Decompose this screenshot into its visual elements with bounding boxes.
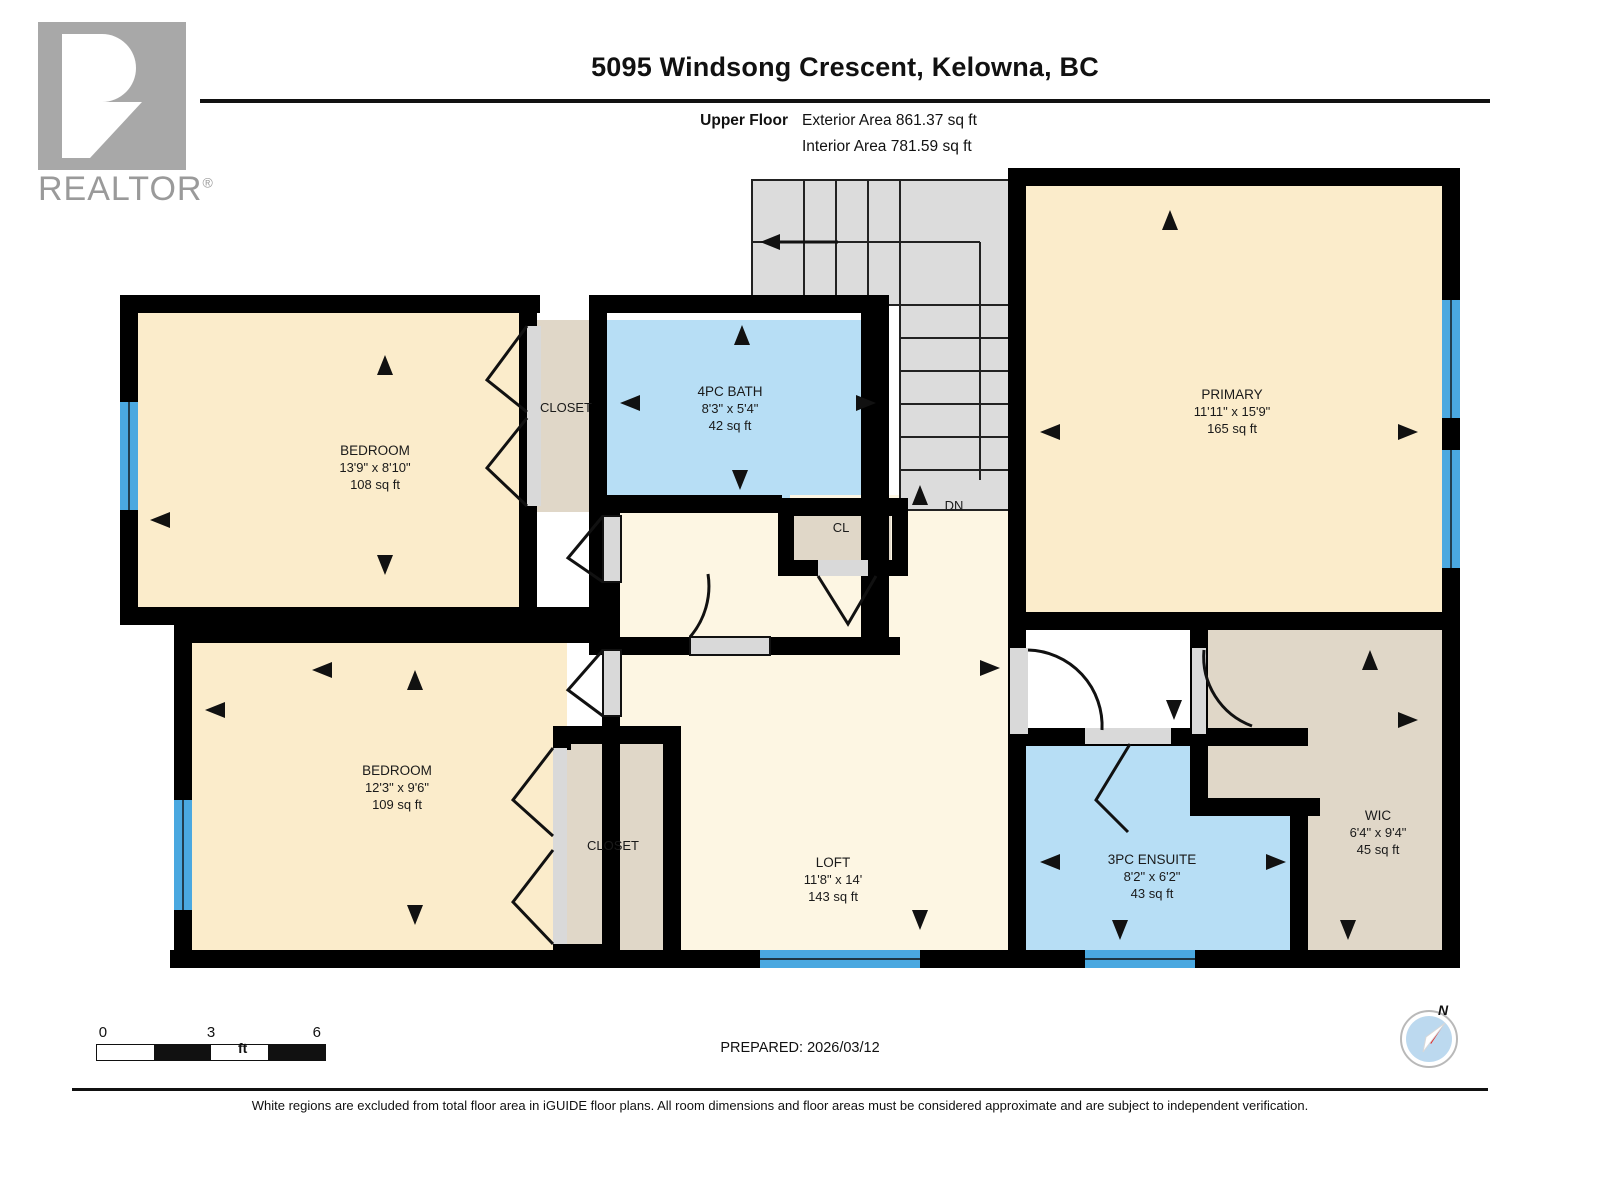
staircase — [751, 179, 1013, 511]
label-bedroom-2-dims: 12'3" x 9'6" — [365, 780, 429, 795]
label-bath-area: 42 sq ft — [709, 418, 752, 433]
label-ensuite-dims: 8'2" x 6'2" — [1124, 869, 1181, 884]
label-primary-dims: 11'11" x 15'9" — [1194, 404, 1271, 419]
doors — [527, 326, 1206, 944]
label-closet-upper: CLOSET — [540, 400, 592, 415]
scale-bar-graphic — [96, 1044, 326, 1061]
label-primary-name: PRIMARY — [1201, 387, 1262, 402]
label-ensuite-name: 3PC ENSUITE — [1108, 852, 1197, 867]
label-bedroom-1-area: 108 sq ft — [350, 477, 400, 492]
exterior-area: Exterior Area 861.37 sq ft — [802, 112, 977, 129]
orientation-arrows — [150, 210, 1418, 940]
label-bath-dims: 8'3" x 5'4" — [702, 401, 759, 416]
title-divider — [200, 99, 1490, 103]
label-wic-dims: 6'4" x 9'4" — [1350, 825, 1407, 840]
label-bedroom-2-name: BEDROOM — [362, 763, 432, 778]
footer-divider — [72, 1088, 1488, 1091]
windows — [120, 300, 1460, 968]
room-fill-bedroom-1 — [137, 312, 519, 612]
room-fill-wic — [1205, 630, 1445, 960]
door-swings — [484, 325, 1253, 946]
label-bedroom-1-name: BEDROOM — [340, 443, 410, 458]
floor-plan-drawing: BEDROOM 13'9" x 8'10" 108 sq ft BEDROOM … — [0, 150, 1600, 1000]
label-wic-area: 45 sq ft — [1357, 842, 1400, 857]
label-closet-lower: CLOSET — [587, 838, 639, 853]
page-title: 5095 Windsong Crescent, Kelowna, BC — [591, 52, 1099, 82]
label-loft-dims: 11'8" x 14' — [804, 872, 863, 887]
label-primary-area: 165 sq ft — [1207, 421, 1257, 436]
floor-label: Upper Floor — [700, 112, 788, 129]
scale-tick-6: 6 — [312, 1024, 321, 1041]
compass-rose: N — [1398, 1002, 1460, 1070]
floor-summary: Upper Floor Exterior Area 861.37 sq ft I… — [640, 108, 1400, 160]
label-loft-name: LOFT — [816, 855, 851, 870]
room-fill-bedroom-2 — [192, 640, 567, 960]
room-labels: BEDROOM 13'9" x 8'10" 108 sq ft BEDROOM … — [339, 384, 1406, 904]
registered-mark: ® — [202, 174, 214, 191]
scale-unit: ft — [238, 1040, 248, 1056]
scale-tick-3: 3 — [206, 1024, 216, 1041]
room-fill-primary — [1025, 185, 1445, 630]
realtor-wordmark: REALTOR® — [38, 170, 214, 208]
label-loft-area: 143 sq ft — [808, 889, 858, 904]
realtor-logo: REALTOR® — [38, 22, 213, 208]
label-cl: CL — [833, 520, 850, 535]
label-bath-name: 4PC BATH — [697, 384, 762, 399]
label-ensuite-area: 43 sq ft — [1131, 886, 1174, 901]
scale-tick-0: 0 — [98, 1024, 108, 1041]
label-bedroom-1-dims: 13'9" x 8'10" — [339, 460, 411, 475]
stair-direction-arrow — [760, 234, 838, 250]
prepared-date: PREPARED: 2026/03/12 — [720, 1040, 880, 1056]
realtor-r-icon — [38, 22, 186, 170]
disclaimer-text: White regions are excluded from total fl… — [251, 1098, 1309, 1113]
scale-bar: 0 3 6 — [96, 1024, 326, 1061]
interior-area: Interior Area 781.59 sq ft — [802, 138, 972, 155]
label-dn: DN — [945, 498, 964, 513]
label-bedroom-2-area: 109 sq ft — [372, 797, 422, 812]
compass-north-label: N — [1438, 1002, 1449, 1018]
label-wic-name: WIC — [1365, 808, 1391, 823]
room-fill-loft — [617, 495, 1010, 960]
